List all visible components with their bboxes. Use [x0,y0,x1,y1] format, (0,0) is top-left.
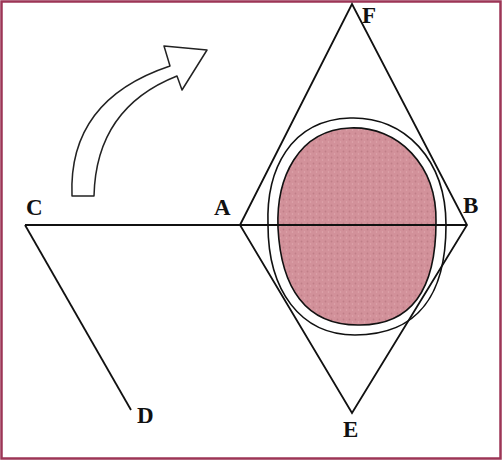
point-label: F [362,4,376,28]
point-label: D [137,404,154,428]
point-label: C [26,196,43,220]
point-label: E [343,418,358,442]
point-label: B [463,194,478,218]
rotation-arrow [72,46,207,196]
line-cd [25,225,131,410]
lesion [278,128,436,325]
rhombus-defect [240,4,467,413]
point-label: A [214,196,231,220]
line-cb [25,224,467,226]
